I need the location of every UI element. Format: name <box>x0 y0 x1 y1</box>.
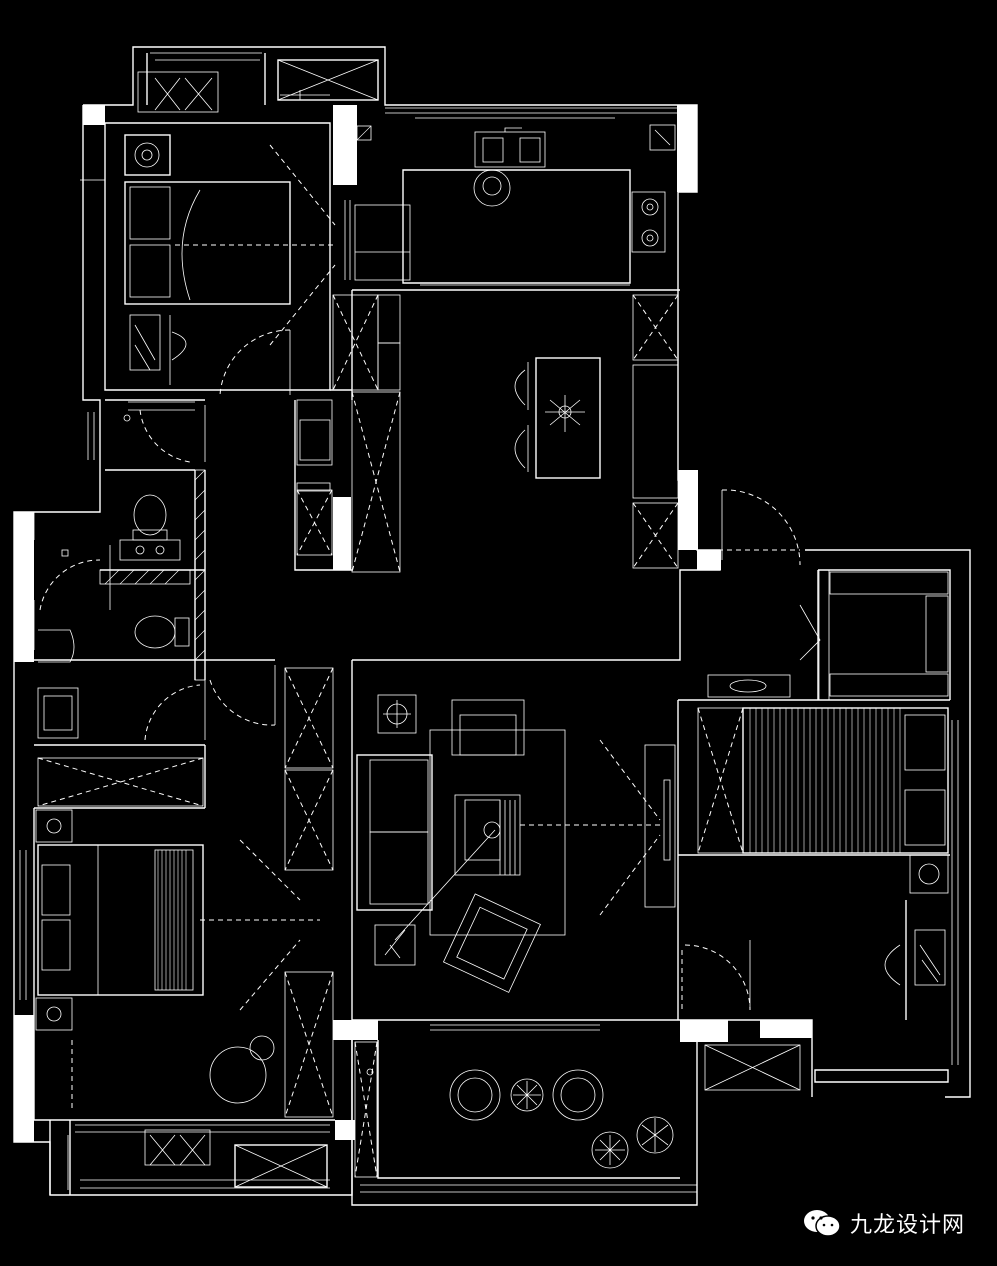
balcony-chair <box>552 1069 604 1121</box>
sink-icon <box>474 131 546 168</box>
balcony-south <box>366 1068 674 1169</box>
cooktop-icon <box>631 191 666 253</box>
outer-walls <box>13 46 971 1206</box>
nightstand <box>35 997 73 1031</box>
desk-chair <box>914 929 946 986</box>
guide-lines <box>71 144 683 1110</box>
watermark: 九龙设计网 <box>802 1207 965 1239</box>
doors <box>39 329 821 1011</box>
watermark-label: 九龙设计网 <box>849 1213 965 1238</box>
cabinets <box>37 294 949 1178</box>
dining-area <box>514 357 601 479</box>
wechat-icon <box>803 1210 841 1237</box>
fridge <box>354 204 411 281</box>
balcony-table <box>510 1078 544 1112</box>
study-chair <box>129 314 161 371</box>
windows <box>19 52 959 1193</box>
bedroom-west <box>35 809 328 1190</box>
toilet-icon <box>134 615 176 649</box>
armchair-round <box>209 1046 267 1104</box>
coffee-table <box>454 794 521 876</box>
plant-icon <box>636 1116 674 1154</box>
bathroom-west <box>37 549 190 739</box>
wall-columns <box>14 105 812 1142</box>
living-room <box>356 694 676 993</box>
cook-figure <box>473 169 511 207</box>
tv-console <box>644 744 676 908</box>
bathroom-north <box>119 401 195 561</box>
balcony-cushions <box>137 71 219 113</box>
double-bed <box>124 181 291 305</box>
kitchen <box>344 124 676 281</box>
bedroom-north <box>124 59 379 385</box>
lounge-chair <box>442 893 541 993</box>
nightstand <box>35 809 73 843</box>
hatched-walls <box>99 125 830 701</box>
bedroom-east <box>704 674 949 1091</box>
balcony-chair <box>449 1069 501 1121</box>
basin-icon <box>37 687 79 739</box>
armchair <box>451 699 525 756</box>
nightstand <box>909 854 949 894</box>
double-bed <box>742 707 949 854</box>
side-table <box>377 694 417 734</box>
interior-walls <box>33 169 951 1121</box>
sofa <box>356 754 433 911</box>
washing-machine-icon <box>124 134 171 176</box>
toilet-icon <box>133 494 167 536</box>
basin-icon <box>119 539 181 561</box>
dining-table <box>535 357 601 479</box>
plant-icon <box>591 1131 629 1169</box>
